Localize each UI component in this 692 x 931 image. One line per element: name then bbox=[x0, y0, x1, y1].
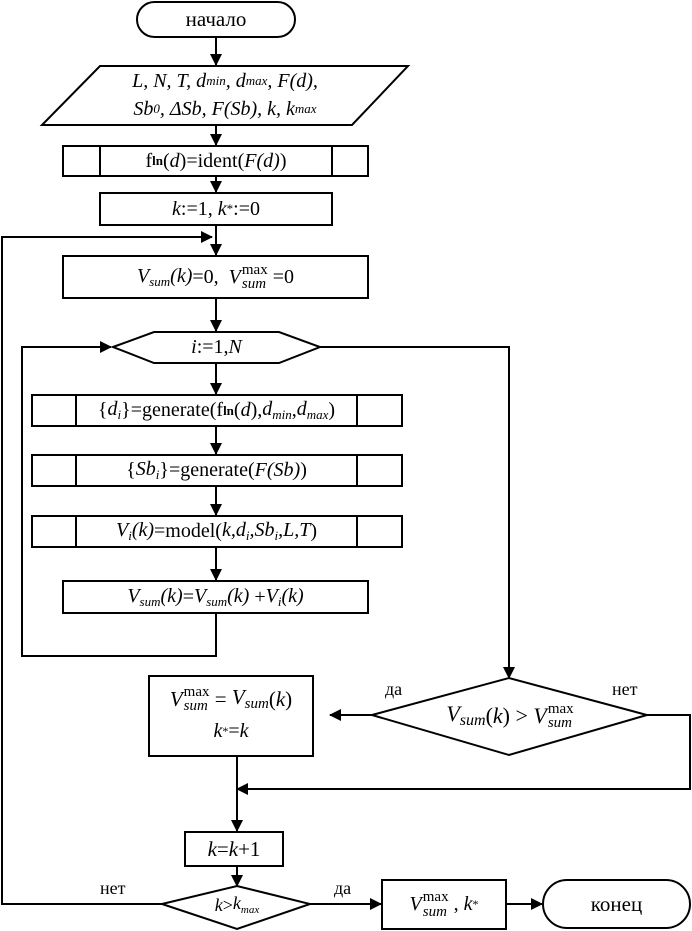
loop-var: i bbox=[191, 336, 197, 358]
init-box bbox=[99, 192, 333, 226]
update-sum: sum bbox=[183, 698, 208, 714]
gen-d-process bbox=[31, 394, 403, 427]
model-eq: =model( bbox=[154, 520, 222, 542]
end-terminal bbox=[542, 879, 691, 929]
update-line-2: k*=k bbox=[213, 719, 249, 742]
update-max: max bbox=[183, 683, 210, 700]
output-sum: sum bbox=[422, 903, 447, 920]
compare-no-line bbox=[236, 714, 691, 795]
gen-sb-arg: F(Sb) bbox=[254, 459, 301, 481]
check-label: k>kmax bbox=[214, 892, 260, 916]
reset-box bbox=[62, 255, 369, 299]
check-no-label: нет bbox=[100, 878, 126, 898]
output-box bbox=[381, 879, 507, 930]
reset-sum: sum bbox=[241, 276, 267, 292]
identify-close: ) bbox=[279, 149, 287, 172]
gen-sb-eq: =generate( bbox=[168, 459, 255, 481]
identify-arg: F(d) bbox=[244, 149, 280, 172]
gen-sb-process bbox=[31, 454, 403, 487]
model-label: Vi(k)=model(k,di,Sbi,L,T) bbox=[115, 519, 318, 544]
gen-sb-close: ) bbox=[300, 459, 307, 481]
model-process bbox=[31, 515, 403, 548]
identify-eq: =ident( bbox=[186, 149, 245, 172]
increment-box bbox=[184, 831, 284, 867]
compare-max: max bbox=[547, 700, 574, 717]
loop-label: i:=1,N bbox=[113, 332, 320, 363]
end-label: конец bbox=[590, 891, 643, 916]
start-label: начало bbox=[185, 7, 247, 32]
compare-yes-label: да bbox=[385, 679, 403, 699]
outer-loop-back-line bbox=[1, 231, 213, 905]
accumulate-label: Vsum(k)=Vsum(k) +Vi(k) bbox=[127, 584, 304, 609]
loop-exit-line bbox=[320, 346, 515, 679]
init-label: k:=1, k*:=0 bbox=[172, 197, 260, 220]
identify-sub: ln bbox=[152, 153, 163, 169]
increment-label: k=k+1 bbox=[207, 836, 261, 861]
loop-limit: N bbox=[228, 336, 242, 358]
input-parallelogram bbox=[39, 65, 411, 126]
identify-process bbox=[62, 145, 369, 177]
reset-max: max bbox=[241, 261, 268, 278]
update-box bbox=[148, 675, 314, 757]
output-max: max bbox=[422, 889, 449, 906]
identify-f: f bbox=[145, 149, 153, 172]
inner-loop-back-line bbox=[21, 341, 217, 657]
gen-sb-label: {Sbi}=generate(F(Sb)) bbox=[126, 458, 307, 483]
compare-sum: sum bbox=[547, 715, 573, 731]
compare-no-label: нет bbox=[612, 679, 638, 699]
loop-range: :=1, bbox=[196, 336, 229, 358]
check-yes-label: да bbox=[334, 878, 352, 898]
